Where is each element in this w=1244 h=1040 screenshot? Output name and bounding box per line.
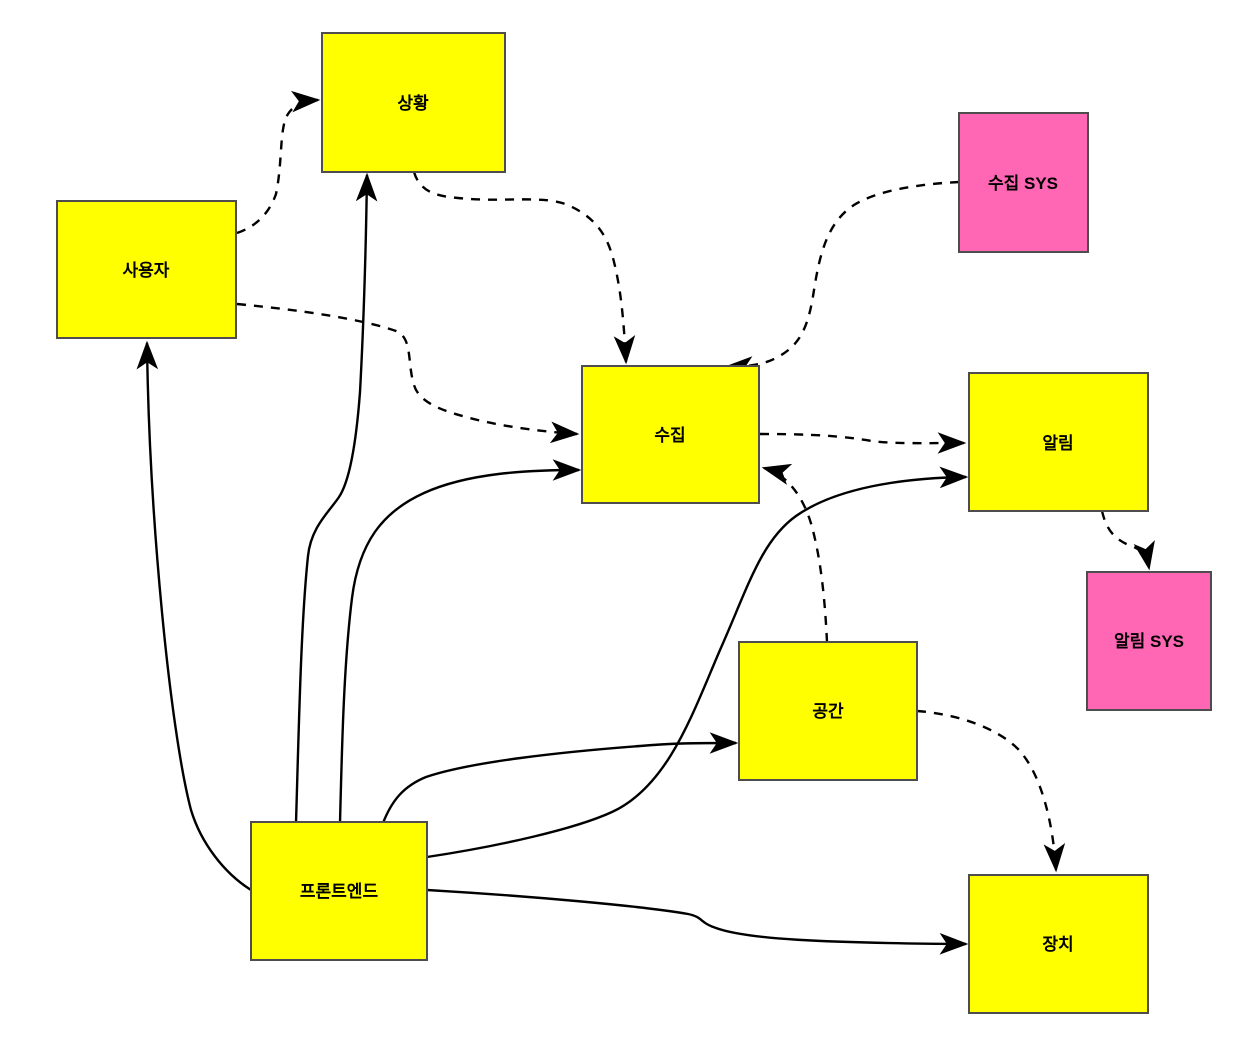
node-device[interactable]: 장치 — [968, 874, 1149, 1014]
edge-frontend-to-space — [381, 732, 739, 824]
edge-situation-to-collect — [412, 171, 636, 365]
node-device-label: 장치 — [1042, 935, 1073, 954]
node-user[interactable]: 사용자 — [56, 200, 237, 339]
edge-frontend-to-collect — [338, 459, 582, 824]
node-notify-box[interactable] — [968, 372, 1149, 512]
node-device-box[interactable] — [968, 874, 1149, 1014]
node-collect-box[interactable] — [581, 365, 760, 504]
node-notify-sys[interactable]: 알림 SYS — [1086, 571, 1212, 711]
node-user-box[interactable] — [56, 200, 237, 339]
node-notify-label: 알림 — [1042, 434, 1073, 453]
node-situation-box[interactable] — [321, 32, 506, 173]
node-notify-sys-box[interactable] — [1086, 571, 1212, 711]
node-notify-sys-label: 알림 SYS — [1114, 632, 1184, 651]
edge-frontend-to-notify — [426, 466, 969, 859]
node-space-label: 공간 — [812, 702, 844, 721]
node-space-box[interactable] — [738, 641, 918, 781]
node-space[interactable]: 공간 — [738, 641, 918, 781]
node-frontend-label: 프론트엔드 — [300, 882, 379, 901]
node-notify[interactable]: 알림 — [968, 372, 1149, 512]
node-situation[interactable]: 상황 — [321, 32, 506, 173]
edge-notify-to-notify-sys — [1100, 510, 1155, 571]
edge-space-to-collect — [761, 463, 829, 643]
node-collect-label: 수집 — [654, 426, 685, 445]
node-collect-sys[interactable]: 수집 SYS — [958, 112, 1089, 253]
edge-frontend-to-device — [426, 888, 969, 955]
edge-frontend-to-situation — [294, 172, 378, 824]
node-user-label: 사용자 — [123, 261, 170, 280]
node-collect[interactable]: 수집 — [581, 365, 760, 504]
node-frontend-box[interactable] — [250, 821, 428, 961]
node-situation-label: 상황 — [397, 94, 429, 113]
edge-collect-sys-to-collect — [723, 180, 960, 378]
node-collect-sys-box[interactable] — [958, 112, 1089, 253]
edge-collect-to-notify — [759, 432, 967, 454]
edge-frontend-to-user — [136, 340, 252, 892]
edge-space-to-device — [916, 709, 1066, 873]
edge-user-to-situation — [236, 90, 321, 235]
node-collect-sys-label: 수집 SYS — [988, 174, 1058, 193]
edge-user-to-collect — [236, 302, 580, 444]
node-frontend[interactable]: 프론트엔드 — [250, 821, 428, 961]
